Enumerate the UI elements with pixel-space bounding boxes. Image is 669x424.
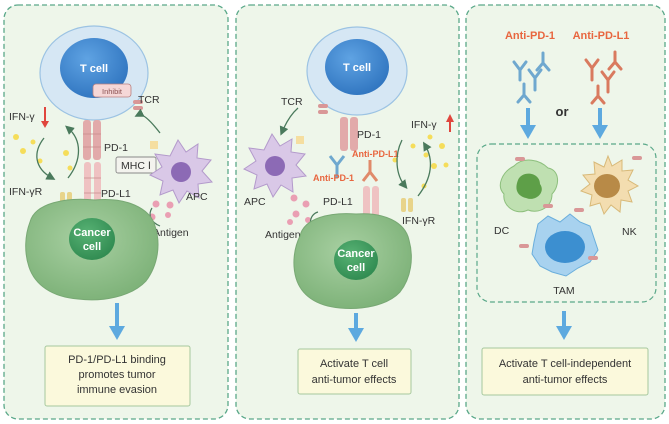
antigen-label-2: Antigen bbox=[265, 229, 301, 241]
anti-pd1-title: Anti-PD-1 bbox=[505, 30, 555, 42]
pdl1-receptor-icon bbox=[84, 162, 101, 207]
caption-2-line-2: anti-tumor effects bbox=[312, 374, 397, 386]
anti-pd1-antibodies-icon bbox=[512, 51, 551, 104]
down-arrow-icon bbox=[109, 303, 125, 340]
ifng-label-2: IFN-γ bbox=[411, 119, 437, 131]
cancer-cell-label-2a: Cancer bbox=[337, 248, 375, 260]
inhibit-label: Inhibit bbox=[102, 87, 123, 96]
apc-cell-icon-2 bbox=[242, 133, 308, 199]
anti-pdl1-label-2: Anti-PD-L1 bbox=[352, 149, 399, 159]
up-red-arrow-icon bbox=[446, 114, 454, 132]
nk-label: NK bbox=[622, 226, 637, 238]
curved-arrow-2a bbox=[396, 139, 408, 190]
anti-pdl1-title: Anti-PD-L1 bbox=[573, 30, 630, 42]
anti-pd1-antibody-icon bbox=[328, 155, 346, 178]
curved-arrow-2b bbox=[417, 141, 432, 197]
immune-cells-frame bbox=[476, 143, 657, 303]
ifng-molecules bbox=[13, 134, 73, 171]
dc-label: DC bbox=[494, 225, 510, 237]
caption-box-1 bbox=[44, 345, 191, 407]
ifng-label: IFN-γ bbox=[9, 111, 35, 123]
caption-2-line-1: Activate T cell bbox=[320, 358, 388, 370]
caption-box-2 bbox=[297, 348, 412, 395]
cancer-cell-icon-2 bbox=[293, 213, 412, 309]
curved-arrow-up bbox=[65, 125, 80, 179]
caption-3-line-1: Activate T cell-independent bbox=[499, 358, 631, 370]
apc-to-tcr-arrow bbox=[134, 108, 161, 134]
nk-cell-icon bbox=[574, 154, 642, 216]
cancer-cell-label-2b: cell bbox=[347, 262, 365, 274]
caption-box-3 bbox=[481, 347, 649, 396]
panel-3-frame bbox=[465, 4, 666, 420]
pd1-label-2: PD-1 bbox=[357, 129, 381, 141]
apc-label-2: APC bbox=[244, 196, 266, 208]
cancer-cell-label-1: Cancer bbox=[73, 227, 111, 239]
ifngr-label: IFN-γR bbox=[9, 186, 43, 198]
panel-2: T cell TCR PD-1 Anti-PD-1 Anti-PD-L1 bbox=[242, 26, 454, 395]
down-red-arrow-icon bbox=[41, 107, 49, 128]
mhc-label: MHC Ⅰ bbox=[121, 160, 151, 172]
curved-arrow-down bbox=[36, 137, 56, 180]
pdl1-label-2: PD-L1 bbox=[323, 196, 353, 208]
cancer-cell-label-2: cell bbox=[83, 241, 101, 253]
tam-cell-icon bbox=[519, 213, 599, 277]
panel-3: Anti-PD-1 Anti-PD-L1 or bbox=[476, 30, 657, 396]
apc-label: APC bbox=[186, 191, 208, 203]
down-arrow-icon-3b bbox=[592, 108, 608, 139]
tam-label: TAM bbox=[553, 285, 574, 297]
or-label: or bbox=[556, 104, 569, 119]
inhibit-box bbox=[92, 83, 132, 98]
ifng-molecules-2 bbox=[392, 134, 449, 189]
pdl1-label: PD-L1 bbox=[101, 188, 131, 200]
pd1-label: PD-1 bbox=[104, 142, 128, 154]
antigen-molecules-2 bbox=[287, 194, 311, 225]
antigen-label: Antigen bbox=[153, 227, 189, 239]
tcr-label: TCR bbox=[138, 94, 160, 106]
pd1-receptor-icon bbox=[83, 120, 101, 160]
dc-cell-icon bbox=[499, 157, 558, 213]
caption-1-line-2: promotes tumor bbox=[78, 369, 155, 381]
anti-pd1-label-2: Anti-PD-1 bbox=[313, 173, 354, 183]
ifngr-receptor-icon-2 bbox=[401, 198, 413, 212]
panel-2-frame bbox=[235, 4, 460, 420]
pd1-receptor-icon-2 bbox=[340, 117, 358, 151]
t-cell-label: T cell bbox=[80, 63, 108, 75]
caption-1-line-3: immune evasion bbox=[77, 384, 157, 396]
tcr-receptor-icon-2 bbox=[318, 104, 328, 114]
mhc-box bbox=[115, 156, 157, 174]
t-cell-label-2: T cell bbox=[343, 62, 371, 74]
down-arrow-icon-2 bbox=[348, 313, 364, 342]
panel-1: T cell Inhibit TCR IFN-γ bbox=[9, 25, 214, 407]
apc-cell-icon bbox=[148, 139, 214, 205]
tcr-to-apc-arrow bbox=[279, 107, 299, 136]
tcr-label-2: TCR bbox=[281, 96, 303, 108]
t-cell-icon-2 bbox=[306, 26, 408, 116]
anti-pdl1-antibody-icon bbox=[361, 160, 379, 182]
down-arrow-icon-3c bbox=[556, 311, 572, 340]
caption-3-line-2: anti-tumor effects bbox=[523, 374, 608, 386]
anti-pdl1-antibodies-icon bbox=[584, 50, 623, 105]
down-arrow-icon-3a bbox=[520, 108, 536, 139]
caption-1-line-1: PD-1/PD-L1 binding bbox=[68, 354, 166, 366]
ifngr-label-2: IFN-γR bbox=[402, 215, 436, 227]
cancer-cell-icon bbox=[25, 198, 159, 301]
